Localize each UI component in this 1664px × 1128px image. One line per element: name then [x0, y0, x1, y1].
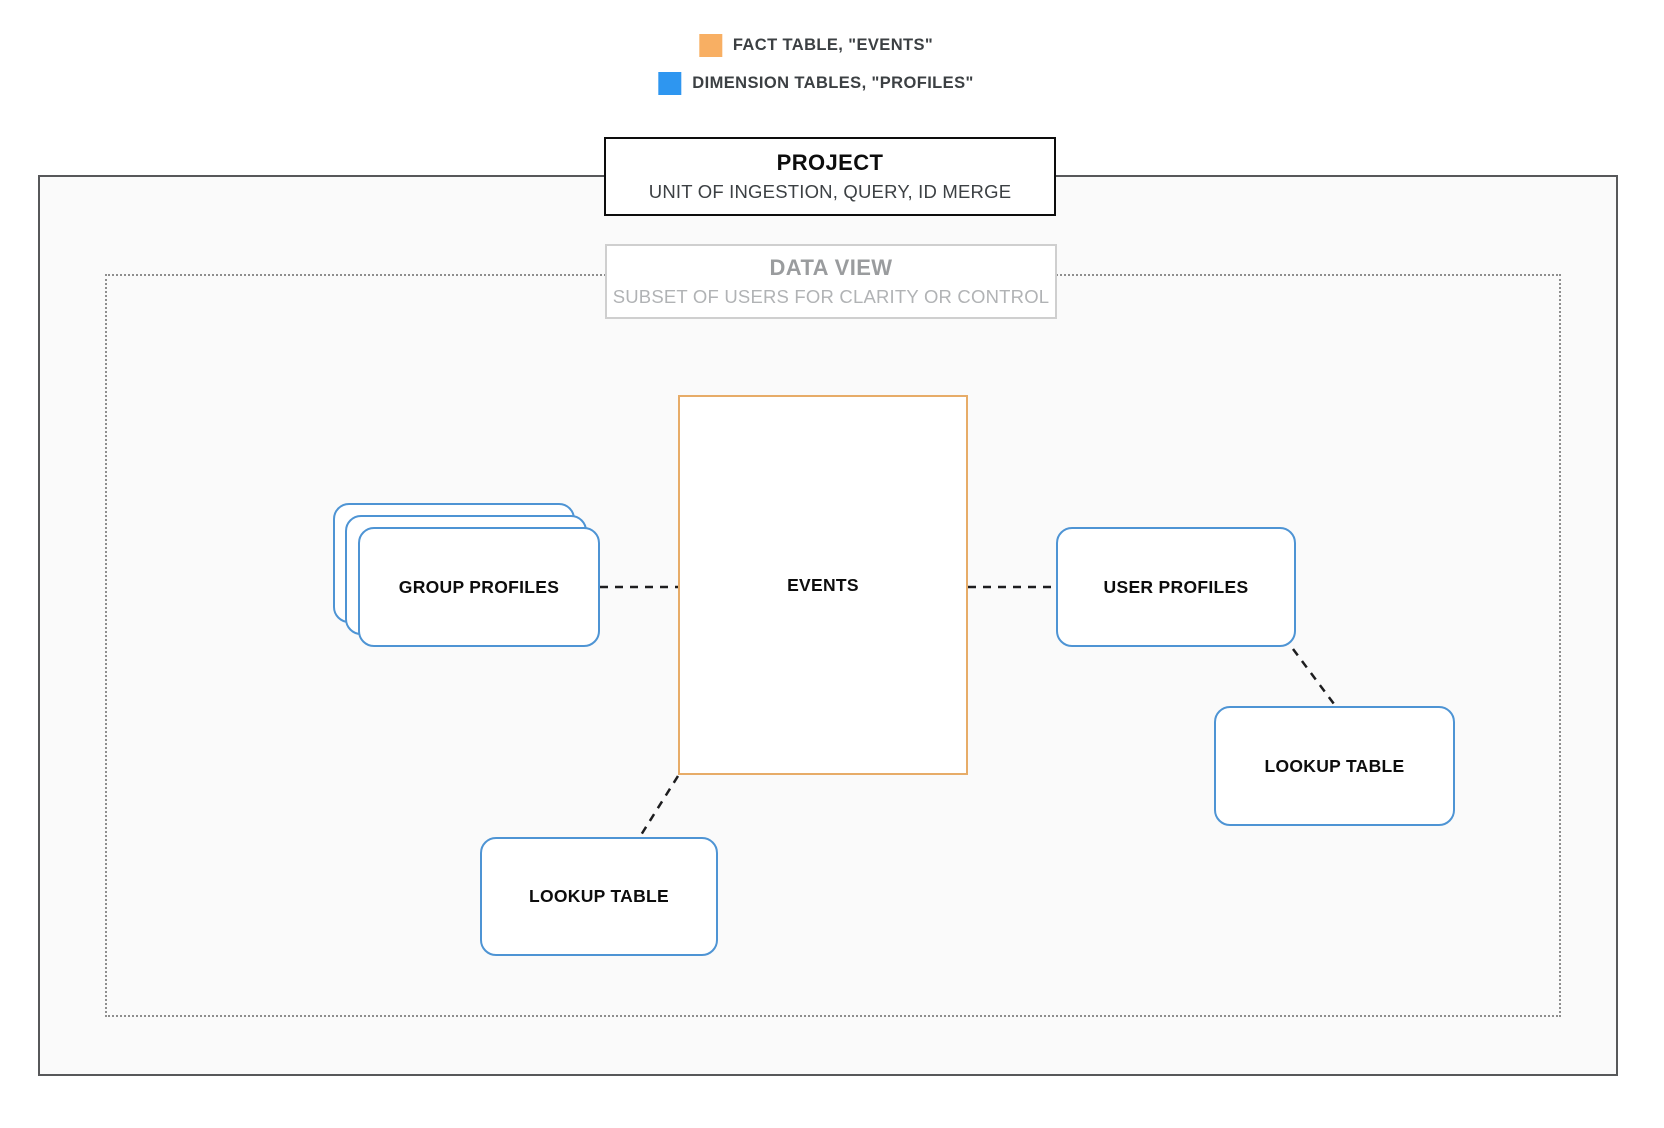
dimension-tables-color-swatch-icon — [658, 72, 682, 95]
node-lookup-table-bottom: LOOKUP TABLE — [480, 837, 718, 956]
project-title: PROJECT — [776, 150, 884, 175]
node-group-profiles: GROUP PROFILES — [358, 527, 600, 647]
node-events: EVENTS — [678, 395, 968, 775]
data-view-header-box: DATA VIEW SUBSET OF USERS FOR CLARITY OR… — [605, 244, 1057, 319]
node-lookup-table-right-label: LOOKUP TABLE — [1264, 755, 1405, 776]
node-lookup-table-right: LOOKUP TABLE — [1214, 706, 1455, 826]
fact-table-color-swatch-icon — [698, 34, 722, 57]
connector-events-lookup — [639, 775, 680, 836]
connector-user-profiles-lookup — [1291, 648, 1336, 705]
legend-label: DIMENSION TABLES, "PROFILES" — [692, 74, 974, 92]
project-subtitle: UNIT OF INGESTION, QUERY, ID MERGE — [648, 181, 1012, 202]
node-lookup-table-bottom-label: LOOKUP TABLE — [528, 886, 670, 906]
legend-item-dimension-tables: DIMENSION TABLES, "PROFILES" — [658, 72, 973, 95]
node-group-profiles-label: GROUP PROFILES — [398, 576, 560, 597]
data-view-title: DATA VIEW — [769, 255, 893, 280]
data-view-subtitle: SUBSET OF USERS FOR CLARITY OR CONTROL — [612, 286, 1050, 307]
project-header-box: PROJECT UNIT OF INGESTION, QUERY, ID MER… — [604, 137, 1056, 216]
legend-item-fact-table: FACT TABLE, "EVENTS" — [698, 34, 934, 57]
node-events-label: EVENTS — [787, 574, 859, 595]
node-user-profiles: USER PROFILES — [1056, 527, 1296, 647]
legend: FACT TABLE, "EVENTS" DIMENSION TABLES, "… — [658, 34, 973, 95]
node-user-profiles-label: USER PROFILES — [1103, 576, 1249, 597]
legend-label: FACT TABLE, "EVENTS" — [732, 36, 934, 54]
